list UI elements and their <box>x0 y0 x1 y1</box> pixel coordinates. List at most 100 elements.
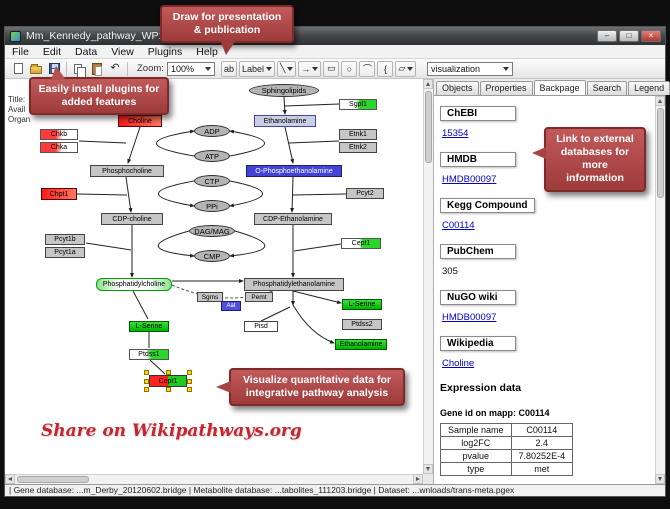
pathway-edge[interactable] <box>229 129 265 157</box>
pathway-node-etnk1[interactable]: Etnk1 <box>339 129 377 140</box>
external-link[interactable]: HMDB00097 <box>442 312 497 323</box>
external-link[interactable]: HMDB00097 <box>442 174 497 185</box>
pathway-node-pcyt1b[interactable]: Pcyt1b <box>45 234 85 245</box>
title-bar[interactable]: Mm_Kennedy_pathway_WP1771_45176.gpml – □… <box>5 27 665 45</box>
pathway-edge[interactable] <box>293 243 342 252</box>
external-link[interactable]: C00114 <box>442 220 475 231</box>
canvas-horizontal-scrollbar[interactable] <box>5 474 423 484</box>
tab-properties[interactable]: Properties <box>479 81 533 95</box>
pathway-edge[interactable] <box>229 230 266 258</box>
pathway-node-phosphatidylcholine[interactable]: Phosphatidylcholine <box>96 278 172 291</box>
pathway-node-l-serine[interactable]: L-Serine <box>129 321 169 332</box>
external-link[interactable]: Choline <box>442 358 475 369</box>
pathway-node-cdp-choline[interactable]: CDP-choline <box>101 213 163 225</box>
copy-button[interactable] <box>70 60 88 78</box>
selection-handle[interactable] <box>166 387 171 392</box>
pathway-edge[interactable] <box>292 304 335 344</box>
pathway-node-ptdss2[interactable]: Ptdss2 <box>342 319 382 330</box>
pathway-node-choline[interactable]: Choline <box>118 115 162 127</box>
selection-handle[interactable] <box>187 370 192 375</box>
selection-handle[interactable] <box>144 379 149 384</box>
pathway-edge[interactable] <box>156 129 195 157</box>
pathway-node-ctp[interactable]: CTP <box>194 175 230 187</box>
label-tool[interactable]: Label <box>238 60 275 77</box>
pathway-edge[interactable] <box>282 96 287 115</box>
zoom-combobox[interactable]: 100% <box>166 61 215 76</box>
scroll-up-button[interactable] <box>655 96 665 106</box>
selection-handle[interactable] <box>166 370 171 375</box>
sidebar-scrollbar[interactable] <box>655 96 665 484</box>
pathway-edge[interactable] <box>284 126 295 164</box>
pathway-edge[interactable] <box>132 290 149 320</box>
pathway-node-chka[interactable]: Chka <box>40 142 78 153</box>
pathway-edge[interactable] <box>229 180 263 208</box>
menu-file[interactable]: File <box>12 45 29 58</box>
pathway-node-ethanolamine[interactable]: Ethanolamine <box>254 115 316 127</box>
arrow-tool[interactable]: → <box>298 60 322 77</box>
pathway-edge[interactable] <box>260 306 291 322</box>
pathway-edge[interactable] <box>125 176 133 213</box>
pathway-node-phosphocholine[interactable]: Phosphocholine <box>90 165 164 177</box>
vertical-scroll-thumb[interactable] <box>425 91 432 163</box>
scroll-right-button[interactable] <box>413 474 423 484</box>
vertical-scroll-thumb[interactable] <box>657 108 664 198</box>
maximize-button[interactable]: □ <box>619 30 639 42</box>
menu-view[interactable]: View <box>111 45 134 58</box>
pathway-node-aat[interactable]: Aat <box>221 301 241 311</box>
pathway-node-chpt1[interactable]: Chpt1 <box>41 188 77 200</box>
paste-button[interactable] <box>88 60 106 77</box>
canvas-vertical-scrollbar[interactable] <box>423 79 433 474</box>
pathway-node-sgpl1[interactable]: Sgpl1 <box>339 99 377 110</box>
pathway-edge[interactable] <box>158 180 195 208</box>
selection-handle[interactable] <box>187 387 192 392</box>
pathway-node-o-phosphoethanolamine[interactable]: O-Phosphoethanolamine <box>246 165 342 177</box>
pathway-edge[interactable] <box>290 176 295 213</box>
pathway-node-sgms[interactable]: Sgms <box>197 292 223 302</box>
undo-button[interactable]: ↶ <box>106 60 124 77</box>
pathway-node-pisd[interactable]: Pisd <box>244 321 278 332</box>
pathway-node-etnk2[interactable]: Etnk2 <box>339 142 377 153</box>
pathway-edge[interactable] <box>288 140 340 144</box>
pathway-node-phosphatidylethanolamine[interactable]: Phosphatidylethanolamine <box>244 278 344 291</box>
pathway-node-adp[interactable]: ADP <box>194 125 230 137</box>
tab-legend[interactable]: Legend <box>628 81 670 95</box>
pathway-edge[interactable] <box>292 290 342 304</box>
menu-edit[interactable]: Edit <box>42 45 62 58</box>
pathway-edge[interactable] <box>127 126 141 164</box>
pathway-edge[interactable] <box>78 140 127 144</box>
pathway-edge[interactable] <box>76 193 128 196</box>
pathway-node-cdp-ethanolamine[interactable]: CDP-Ethanolamine <box>254 213 332 225</box>
external-link[interactable]: 15354 <box>442 128 469 139</box>
tab-objects[interactable]: Objects <box>436 81 479 95</box>
new-button[interactable] <box>9 60 27 77</box>
pathway-edge[interactable] <box>292 193 347 196</box>
pathway-edge[interactable] <box>149 359 166 375</box>
menu-data[interactable]: Data <box>75 45 98 58</box>
pathway-node-pemt[interactable]: Pemt <box>245 292 273 302</box>
pathway-node-sphingolipids[interactable]: Sphingolipids <box>249 84 319 97</box>
selection-handle[interactable] <box>187 379 192 384</box>
pathway-edge[interactable] <box>284 103 340 107</box>
oval-tool[interactable]: ○ <box>341 60 358 77</box>
minimize-button[interactable]: – <box>597 30 617 42</box>
pathway-node-cept1[interactable]: Cept1 <box>341 238 381 249</box>
menu-plugins[interactable]: Plugins <box>147 45 183 58</box>
datanode-tool[interactable]: ab <box>220 60 237 77</box>
open-button[interactable] <box>27 60 45 77</box>
tab-search[interactable]: Search <box>586 81 628 95</box>
scroll-down-button[interactable] <box>423 464 433 474</box>
horizontal-scroll-thumb[interactable] <box>17 476 89 483</box>
tab-backpage[interactable]: Backpage <box>533 80 586 95</box>
pathway-node-l-serine[interactable]: L-Serine <box>342 299 382 310</box>
brace-tool[interactable]: { <box>377 60 394 77</box>
scroll-left-button[interactable] <box>5 474 15 484</box>
selection-handle[interactable] <box>144 370 149 375</box>
arc-tool[interactable]: ⌒ <box>359 60 376 77</box>
pathway-node-chkb[interactable]: Chkb <box>40 129 78 140</box>
pathway-node-dag-mag[interactable]: DAG/MAG <box>189 225 235 237</box>
menu-help[interactable]: Help <box>196 45 218 58</box>
close-button[interactable]: × <box>641 30 661 42</box>
pathway-node-ethanolamine[interactable]: Ethanolamine <box>335 339 387 350</box>
